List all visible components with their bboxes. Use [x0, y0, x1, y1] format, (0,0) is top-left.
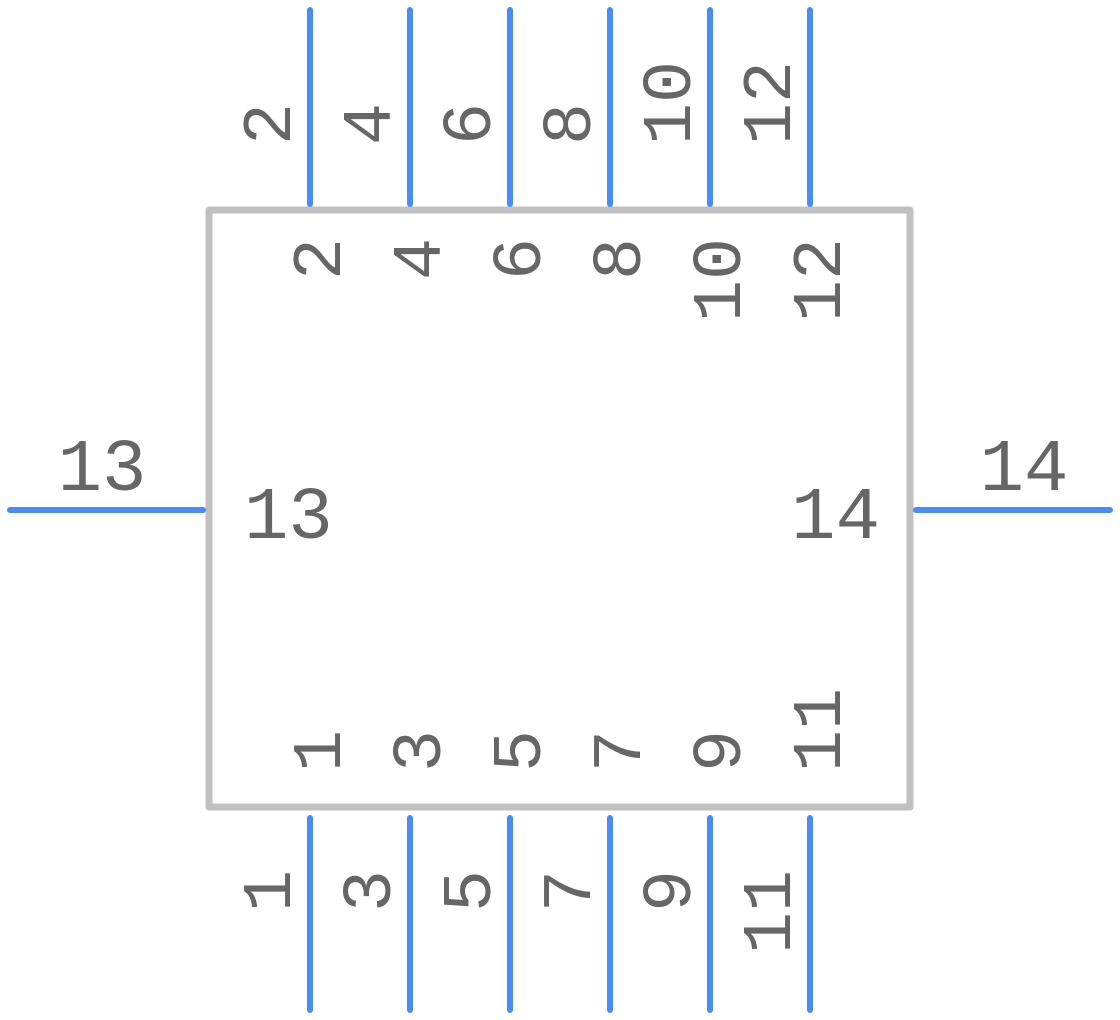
pin-8-number: 8 — [533, 103, 612, 145]
pin-3-number: 3 — [333, 870, 412, 912]
pin-14-name: 14 — [791, 477, 880, 561]
pin-13-name: 13 — [244, 477, 333, 561]
pin-2-name: 2 — [283, 238, 362, 280]
pin-3-name: 3 — [383, 730, 462, 772]
pin-4-name: 4 — [383, 238, 462, 280]
pin-5-name: 5 — [483, 730, 562, 772]
pin-13-number: 13 — [58, 429, 147, 513]
pin-7-number: 7 — [533, 870, 612, 912]
pin-5-number: 5 — [433, 870, 512, 912]
pin-8-name: 8 — [583, 238, 662, 280]
pin-4-number: 4 — [333, 103, 412, 145]
pin-11-name: 11 — [783, 688, 862, 772]
pin-10-number: 10 — [633, 61, 712, 145]
pin-7-name: 7 — [583, 730, 662, 772]
pin-9-name: 9 — [683, 730, 762, 772]
pin-1-name: 1 — [283, 730, 362, 772]
pin-11-number: 11 — [733, 870, 812, 954]
pin-12-number: 12 — [733, 61, 812, 145]
pin-6-name: 6 — [483, 238, 562, 280]
pin-14-number: 14 — [980, 429, 1069, 513]
pin-6-number: 6 — [433, 103, 512, 145]
pin-1-number: 1 — [233, 870, 312, 912]
component-body — [205, 206, 914, 811]
pin-12-name: 12 — [783, 238, 862, 322]
pin-9-number: 9 — [633, 870, 712, 912]
pin-10-name: 10 — [683, 238, 762, 322]
pin-2-number: 2 — [233, 103, 312, 145]
